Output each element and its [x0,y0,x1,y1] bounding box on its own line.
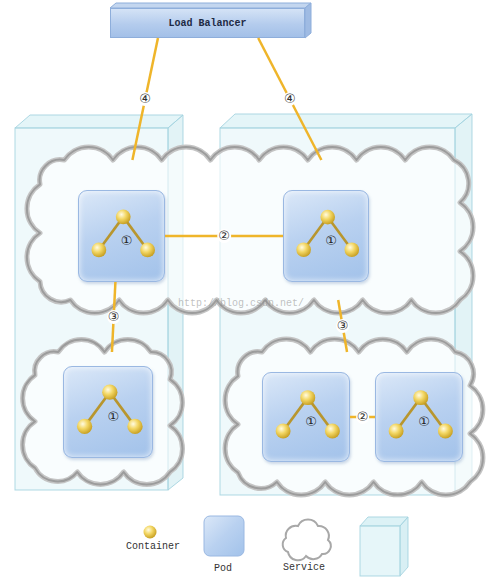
legend-service-sample [283,520,331,561]
callout-number: ③ [107,310,121,324]
network-link [165,235,283,238]
box-top [110,3,311,8]
cloud-halo [27,147,473,313]
host-side [168,115,183,490]
network-link [112,282,115,352]
host-left [15,115,183,490]
cloud-outline [40,160,460,300]
legend-host-sample [360,517,408,576]
cloud-halo [23,340,183,485]
container-group [91,209,155,257]
host-top [220,114,472,128]
cloud-border [225,339,483,495]
callout-number: ① [305,413,317,428]
cloud-outline [238,352,470,482]
load-balancer: Load Balancer [110,8,305,38]
network-link [350,416,375,419]
container-group [389,390,453,438]
service-cloud: ①① [238,352,470,482]
watermark: http://blog.csdn.net/ [178,298,304,309]
host-top [360,517,408,526]
host-side [400,517,408,576]
cloud-outline [35,352,170,472]
callout-number: ③ [336,319,350,333]
pod-box: ① [63,366,153,458]
pod-box: ① [283,190,369,282]
container-group [276,390,340,438]
host-top [15,115,183,128]
network-link [338,300,347,352]
host-front [360,526,400,576]
legend-label: Service [283,562,325,573]
load-balancer-depth [110,3,311,38]
pod-box: ① [262,372,350,462]
cloud-border [23,340,183,485]
host-front [15,128,168,490]
legend-container-sample [144,526,157,539]
legend-label: Container [126,541,180,552]
pod-sample-box [204,516,244,556]
callout-number: ② [217,229,231,243]
legend-pod-sample [204,516,244,556]
callout-number: ① [418,413,430,428]
callout-number: ② [356,410,370,424]
network-link [258,38,321,160]
pod-box: ① [78,190,165,282]
cloud-border [27,147,473,313]
callout-number: ④ [283,92,297,106]
box-title: Load Balancer [168,18,246,29]
pod-box: ① [375,372,463,462]
box-side [305,3,311,38]
cloud-halo [225,339,483,495]
container-group [77,385,143,435]
service-cloud: ①① [40,160,460,300]
service-cloud: ① [35,352,170,472]
host-front [220,128,455,495]
legend-label: Pod [214,563,232,574]
callout-number: ① [107,408,119,423]
container-group [296,210,359,257]
callout-number: ① [325,232,337,247]
network-link [132,38,158,160]
host-side [455,114,472,495]
host-right [220,114,472,495]
callout-number: ① [121,232,133,247]
callout-number: ④ [138,92,152,106]
